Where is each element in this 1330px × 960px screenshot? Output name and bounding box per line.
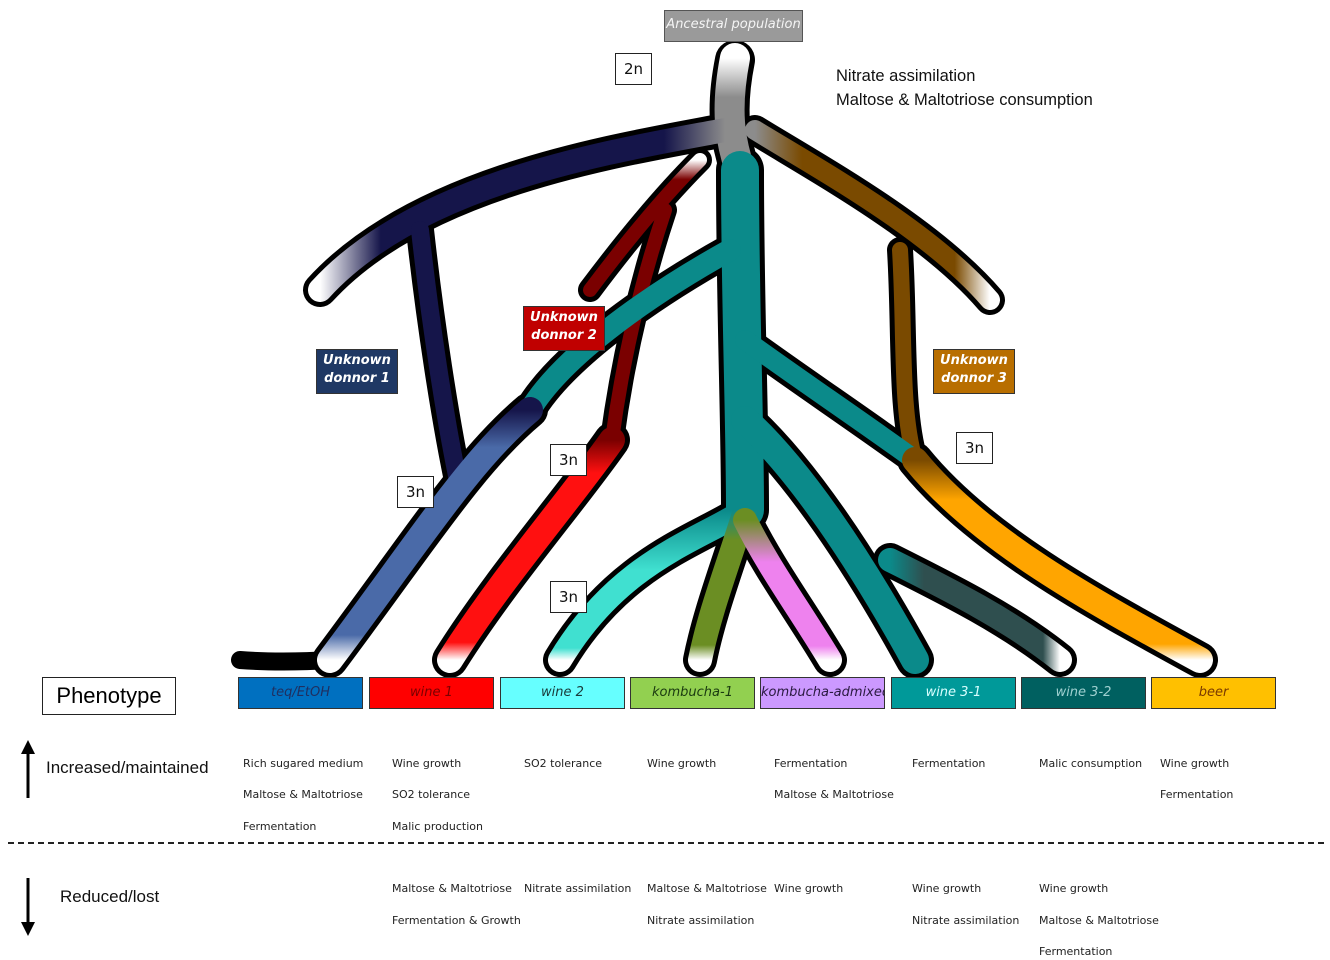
reduced-trait: Maltose & Maltotriose bbox=[1039, 914, 1159, 927]
reduced-trait: Fermentation & Growth bbox=[392, 914, 521, 927]
increased-trait: Maltose & Maltotriose bbox=[774, 788, 894, 801]
increased-trait: Fermentation bbox=[243, 820, 317, 833]
population-kombucha-admixed: kombucha-admixed bbox=[760, 677, 885, 709]
unknown-donor-3-box: Unknown donnor 3 bbox=[933, 349, 1015, 394]
increased-trait: Rich sugared medium bbox=[243, 757, 364, 770]
increased-trait: Fermentation bbox=[774, 757, 848, 770]
reduced-trait: Nitrate assimilation bbox=[912, 914, 1020, 927]
population-wine-1: wine 1 bbox=[369, 677, 494, 709]
increased-trait: SO2 tolerance bbox=[392, 788, 471, 801]
reduced-trait: Maltose & Maltotriose bbox=[647, 882, 767, 895]
population-teq-etoh: teq/EtOH bbox=[238, 677, 363, 709]
donor-label: donnor 3 bbox=[941, 371, 1007, 386]
branch-fills bbox=[308, 43, 1213, 674]
reduced-trait: Wine growth bbox=[1039, 882, 1109, 895]
ploidy-label-3n: 3n bbox=[956, 432, 993, 464]
population-kombucha-1: kombucha-1 bbox=[630, 677, 755, 709]
increased-trait: Maltose & Maltotriose bbox=[243, 788, 363, 801]
donor-label: donnor 2 bbox=[531, 328, 597, 343]
increased-trait: Wine growth bbox=[1160, 757, 1230, 770]
down-arrow-icon bbox=[21, 878, 35, 936]
increased-trait: Fermentation bbox=[912, 757, 986, 770]
reduced-trait: Maltose & Maltotriose bbox=[392, 882, 512, 895]
ploidy-label-3n: 3n bbox=[550, 581, 587, 613]
ploidy-label-2n: 2n bbox=[615, 53, 652, 85]
increased-trait: Wine growth bbox=[647, 757, 717, 770]
increased-trait: Fermentation bbox=[1160, 788, 1234, 801]
ploidy-label-3n: 3n bbox=[397, 476, 434, 508]
reduced-trait: Wine growth bbox=[774, 882, 844, 895]
increased-trait: Malic production bbox=[392, 820, 483, 833]
reduced-lost-label: Reduced/lost bbox=[60, 887, 160, 906]
increased-trait: Malic consumption bbox=[1039, 757, 1143, 770]
unknown-donor-2-box: Unknown donnor 2 bbox=[523, 306, 605, 351]
donor-label: Unknown bbox=[530, 310, 598, 325]
population-beer: beer bbox=[1151, 677, 1276, 709]
reduced-trait: Fermentation bbox=[1039, 945, 1113, 958]
section-divider bbox=[8, 842, 1324, 844]
reduced-trait: Wine growth bbox=[912, 882, 982, 895]
reduced-trait: Nitrate assimilation bbox=[647, 914, 755, 927]
trait-line: Nitrate assimilation bbox=[836, 67, 976, 85]
unknown-donor-1-box: Unknown donnor 1 bbox=[316, 349, 398, 394]
trait-line: Maltose & Maltotriose consumption bbox=[836, 91, 1093, 109]
ancestral-population-box: Ancestral population bbox=[664, 10, 803, 42]
increased-trait: SO2 tolerance bbox=[524, 757, 603, 770]
reduced-trait: Nitrate assimilation bbox=[524, 882, 632, 895]
population-wine-3-2: wine 3-2 bbox=[1021, 677, 1146, 709]
increased-maintained-label: Increased/maintained bbox=[46, 758, 209, 777]
up-arrow-icon bbox=[21, 740, 35, 798]
increased-trait: Wine growth bbox=[392, 757, 462, 770]
population-wine-3-1: wine 3-1 bbox=[891, 677, 1016, 709]
ploidy-label-3n: 3n bbox=[550, 444, 587, 476]
donor-label: Unknown bbox=[323, 353, 391, 368]
population-wine-2: wine 2 bbox=[500, 677, 625, 709]
ancestral-traits: Nitrate assimilation Maltose & Maltotrio… bbox=[836, 64, 1093, 112]
donor-label: donnor 1 bbox=[324, 371, 390, 386]
donor-label: Unknown bbox=[940, 353, 1008, 368]
phenotype-header: Phenotype bbox=[42, 677, 176, 715]
